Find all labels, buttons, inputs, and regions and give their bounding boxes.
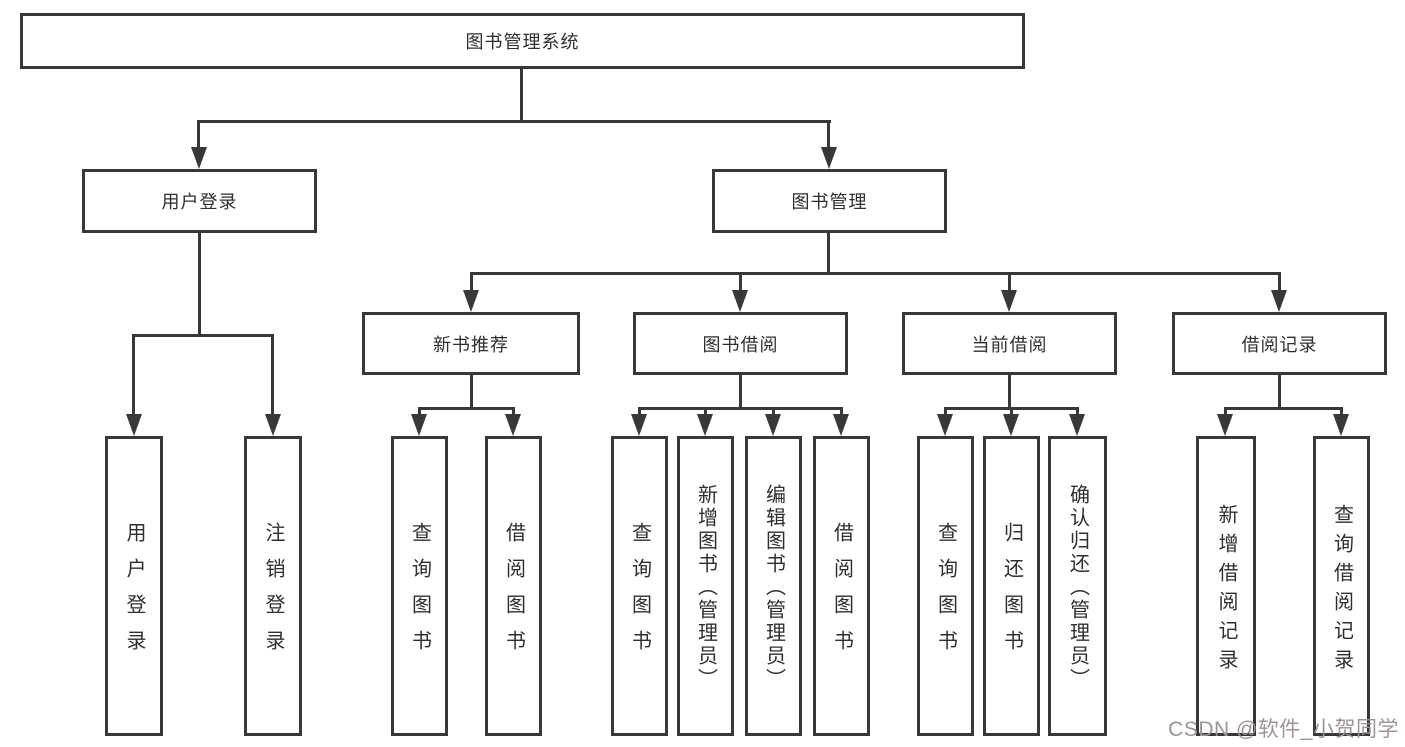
connector-line xyxy=(772,407,775,417)
node-label: 确认归还（管理员） xyxy=(1066,484,1089,691)
node-label: 借阅图书 xyxy=(830,522,853,666)
connector-line xyxy=(1008,375,1011,410)
connector-line xyxy=(520,68,523,123)
node-label: 图书借阅 xyxy=(702,334,779,355)
arrowhead-down-icon xyxy=(1271,290,1287,312)
node-label: 归还图书 xyxy=(1000,522,1023,666)
node-label: 新增图书（管理员） xyxy=(694,484,717,691)
node-label: 编辑图书（管理员） xyxy=(762,484,785,691)
arrowhead-down-icon xyxy=(821,147,837,169)
leaf-edit-books-admin: 编辑图书（管理员） xyxy=(745,436,802,736)
connector-line xyxy=(1008,272,1011,294)
connector-line xyxy=(197,120,200,150)
node-label: 查询图书 xyxy=(408,522,431,666)
node-label: 用户登录 xyxy=(161,192,238,212)
arrowhead-down-icon xyxy=(1217,414,1233,436)
connector-line xyxy=(470,272,1281,275)
connector-line xyxy=(840,407,843,417)
node-new-book-recommend: 新书推荐 xyxy=(362,312,580,375)
node-current-borrow: 当前借阅 xyxy=(902,312,1117,375)
node-user-login: 用户登录 xyxy=(82,169,317,233)
connector-line xyxy=(704,407,707,417)
connector-line xyxy=(638,407,843,410)
connector-line xyxy=(827,120,830,150)
arrowhead-down-icon xyxy=(265,414,281,436)
connector-line xyxy=(739,375,742,410)
arrowhead-down-icon xyxy=(833,414,849,436)
connector-line xyxy=(1278,272,1281,294)
connector-line xyxy=(739,272,742,294)
leaf-add-borrow-record: 新增借阅记录 xyxy=(1196,436,1256,736)
node-label: 查询借阅记录 xyxy=(1330,503,1353,678)
arrowhead-down-icon xyxy=(765,414,781,436)
connector-line xyxy=(944,407,947,417)
leaf-add-books-admin: 新增图书（管理员） xyxy=(677,436,734,736)
node-book-borrow: 图书借阅 xyxy=(633,312,848,375)
arrowhead-down-icon xyxy=(1333,414,1349,436)
node-book-management: 图书管理 xyxy=(712,169,947,233)
node-root: 图书管理系统 xyxy=(20,13,1025,69)
node-label: 查询图书 xyxy=(628,522,651,666)
leaf-query-books-recommend: 查询图书 xyxy=(391,436,448,736)
node-label: 用户登录 xyxy=(123,522,145,666)
connector-line xyxy=(1224,407,1343,410)
connector-line xyxy=(1076,407,1079,417)
node-label: 新增借阅记录 xyxy=(1215,503,1237,678)
node-label: 查询图书 xyxy=(934,522,957,666)
node-label: 图书管理系统 xyxy=(465,32,580,52)
connector-line xyxy=(197,120,831,123)
leaf-user-login: 用户登录 xyxy=(105,436,163,736)
arrowhead-down-icon xyxy=(1001,290,1017,312)
connector-line xyxy=(198,233,201,337)
connector-line xyxy=(1278,375,1281,410)
connector-line xyxy=(470,272,473,294)
arrowhead-down-icon xyxy=(1003,414,1019,436)
leaf-query-books-borrow: 查询图书 xyxy=(611,436,668,736)
leaf-borrow-books-recommend: 借阅图书 xyxy=(485,436,542,736)
node-label: 注销登录 xyxy=(262,522,284,666)
leaf-return-books: 归还图书 xyxy=(983,436,1040,736)
connector-line xyxy=(271,334,274,417)
connector-line xyxy=(638,407,641,417)
arrowhead-down-icon xyxy=(1069,414,1085,436)
arrowhead-down-icon xyxy=(732,290,748,312)
connector-line xyxy=(1340,407,1343,417)
node-label: 当前借阅 xyxy=(971,334,1048,355)
connector-line xyxy=(470,375,473,410)
leaf-borrow-books: 借阅图书 xyxy=(813,436,870,736)
arrowhead-down-icon xyxy=(697,414,713,436)
arrowhead-down-icon xyxy=(126,414,142,436)
arrowhead-down-icon xyxy=(505,414,521,436)
connector-line xyxy=(1224,407,1227,417)
leaf-query-borrow-record: 查询借阅记录 xyxy=(1313,436,1370,736)
arrowhead-down-icon xyxy=(937,414,953,436)
node-label: 新书推荐 xyxy=(433,334,509,355)
connector-line xyxy=(418,407,421,417)
arrowhead-down-icon xyxy=(191,147,207,169)
leaf-query-books-current: 查询图书 xyxy=(917,436,974,736)
node-label: 借阅记录 xyxy=(1241,334,1318,355)
node-label: 借阅图书 xyxy=(502,522,525,666)
connector-line xyxy=(1010,407,1013,417)
node-borrow-records: 借阅记录 xyxy=(1172,312,1387,375)
arrowhead-down-icon xyxy=(631,414,647,436)
arrowhead-down-icon xyxy=(463,290,479,312)
connector-line xyxy=(418,407,515,410)
connector-line xyxy=(132,334,135,417)
leaf-confirm-return-admin: 确认归还（管理员） xyxy=(1048,436,1107,736)
csdn-watermark: CSDN @软件_小贺同学 xyxy=(1168,718,1399,741)
node-label: 图书管理 xyxy=(791,192,868,212)
connector-line xyxy=(512,407,515,417)
arrowhead-down-icon xyxy=(411,414,427,436)
connector-line xyxy=(827,233,830,275)
leaf-logout: 注销登录 xyxy=(244,436,302,736)
connector-line xyxy=(133,334,274,337)
